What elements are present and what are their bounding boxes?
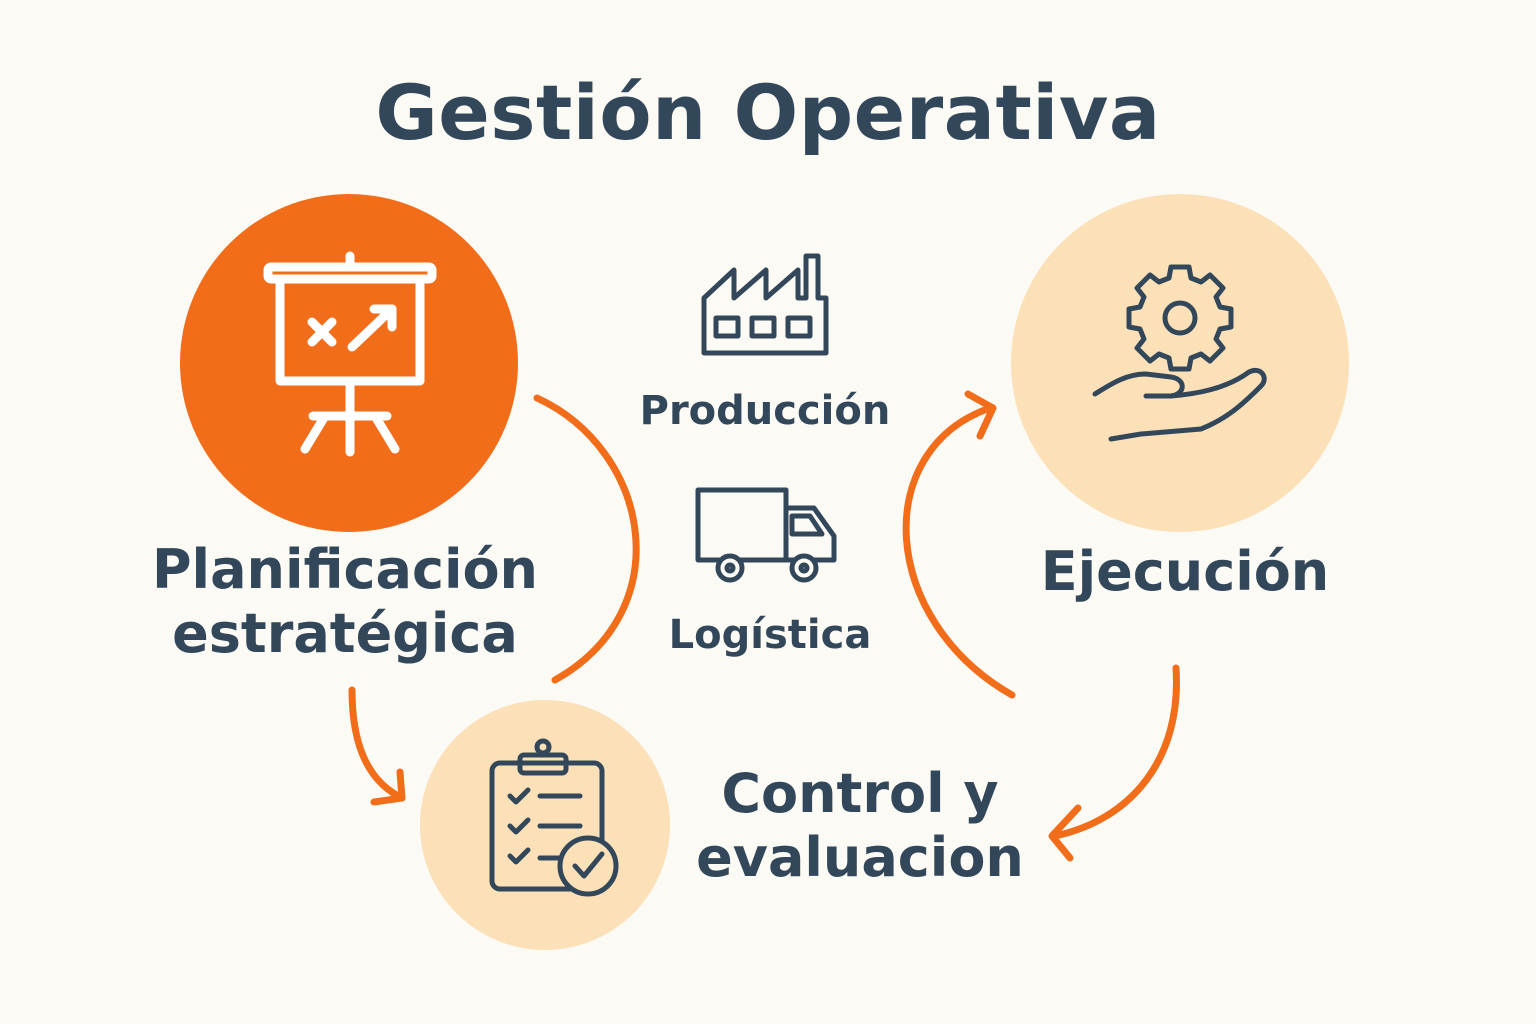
control-label: Control y evaluacion — [650, 762, 1070, 889]
diagram-title: Gestión Operativa — [375, 68, 1161, 157]
control-label-line2: evaluacion — [696, 825, 1024, 889]
control-circle — [420, 700, 670, 950]
arrow-head-control — [1048, 804, 1082, 862]
planning-circle — [180, 194, 518, 532]
arrow-center-to-execution — [902, 404, 1016, 699]
delivery-truck-icon — [695, 487, 837, 583]
produccion-label: Producción — [639, 388, 891, 434]
clipboard-checklist-icon — [489, 738, 619, 897]
arrow-planning-to-center — [533, 394, 640, 684]
planning-label-line2: estratégica — [172, 601, 518, 665]
arrow-head-execution — [964, 390, 997, 440]
gear-icon — [1126, 264, 1234, 372]
planning-label-line1: Planificación — [151, 538, 538, 601]
execution-circle — [1011, 194, 1349, 532]
presentation-board-icon — [263, 251, 437, 457]
arrow-execution-to-control — [1051, 664, 1180, 840]
factory-icon — [701, 253, 829, 356]
arrow-planning-to-control — [348, 686, 406, 802]
execution-label: Ejecución — [1040, 540, 1330, 603]
arrow-head-control-left — [370, 768, 406, 806]
planning-label: Planificación estratégica — [120, 538, 570, 665]
logistica-label: Logística — [668, 612, 872, 658]
control-label-line1: Control y — [721, 762, 999, 825]
gear-hand-icon — [1092, 264, 1267, 442]
